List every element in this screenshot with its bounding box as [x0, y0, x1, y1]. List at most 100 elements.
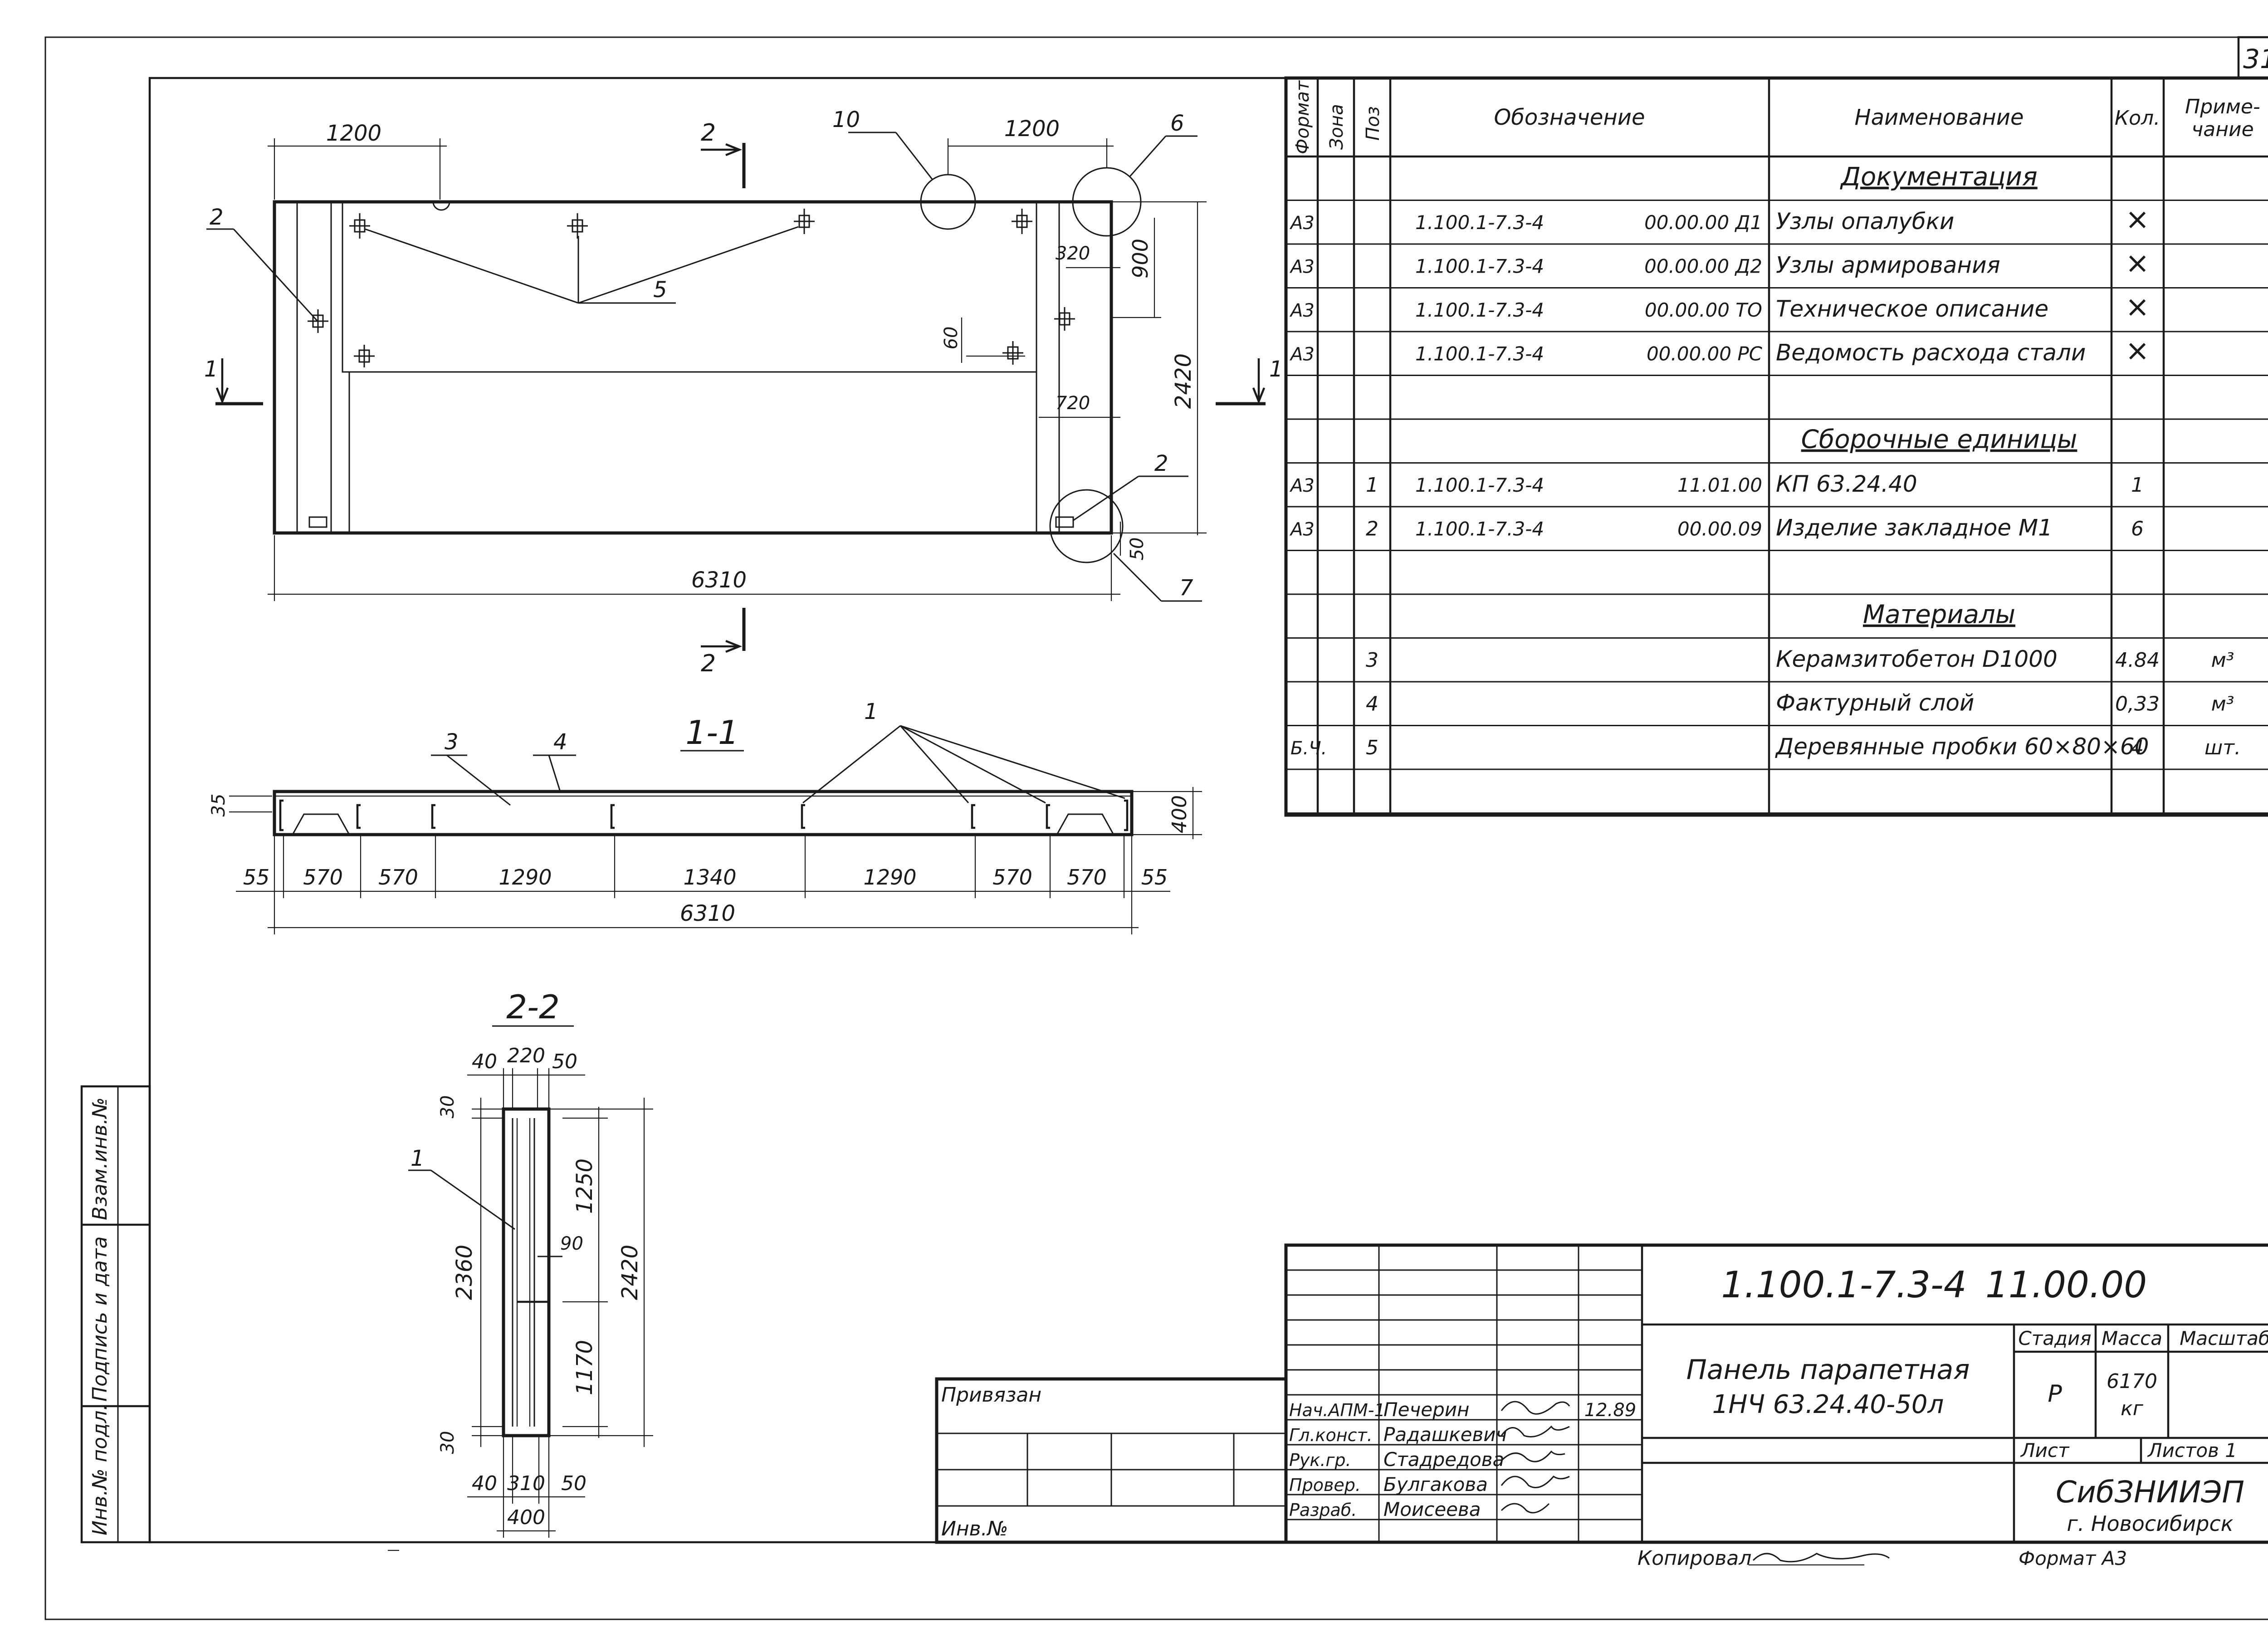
spec-cell-designation: 1.100.1-7.3-4 [1415, 211, 1544, 234]
signer-role: Нач.АПМ-1 [1289, 1400, 1385, 1420]
section-1-1-dim-4: 1340 [683, 865, 736, 890]
spec-cell-name: Фактурный слой [1776, 690, 1974, 716]
section-2-2-dim-2420: 2420 [617, 1245, 643, 1300]
section-1-1-dim-7: 570 [1067, 865, 1107, 890]
section-1-1: 1-1 1 3 4 [208, 699, 1202, 934]
title-stage: Р [2048, 1380, 2062, 1408]
callout-10: 10 [832, 107, 860, 132]
plan-dim-900: 900 [1128, 239, 1153, 279]
side-strip: Взам.инв.№ Подпись и дата Инв.№ подл. [80, 1085, 151, 1544]
spec-section-title: Материалы [1863, 600, 2015, 630]
spec-cell-name: Техническое описание [1776, 296, 2048, 322]
section-2-top-label: 2 [701, 119, 716, 147]
title-date: 12.89 [1584, 1400, 1637, 1421]
spec-cell-qty: × [2125, 247, 2150, 280]
spec-cell-qty: 0,33 [2115, 693, 2160, 716]
section-1-1-body [273, 790, 1134, 836]
title-block: Нач.АПМ-1ПечеринГл.конст.РадашкевичРук.г… [935, 1243, 2268, 1570]
spec-cell-format: А3 [1289, 475, 1315, 496]
plan-view: 5 2 10 6 7 2 1200 [204, 107, 1283, 677]
signer-name: Печерин [1383, 1398, 1470, 1421]
section-1-1-dim-0: 55 [243, 865, 270, 890]
spec-cell-note: шт. [2204, 736, 2241, 759]
section-1-1-callout-4: 4 [553, 729, 567, 755]
signer-name: Моисеева [1383, 1498, 1481, 1520]
spec-cell-pos: 5 [1366, 736, 1378, 759]
plan-right-dims [961, 201, 1207, 556]
section-1-1-dim-8: 55 [1141, 865, 1168, 890]
section-1-left-label: 1 [204, 357, 218, 382]
plan-dim-top-right: 1200 [1004, 116, 1060, 142]
spec-cell-name: КП 63.24.40 [1776, 471, 1917, 497]
spec-header-format: Формат [1292, 80, 1313, 154]
spec-cell-name: Узлы армирования [1776, 252, 2000, 279]
plan-top-dims [268, 138, 1114, 200]
section-2-2-callout-1: 1 [411, 1146, 425, 1171]
section-2-2-dim-30-bottom: 30 [437, 1431, 458, 1454]
spec-cell-name: Узлы опалубки [1776, 208, 1954, 235]
section-2-2-dim-bottom-1: 310 [507, 1472, 545, 1495]
spec-cell-qty: 6 [2131, 518, 2144, 541]
signature-scribbles [1501, 1401, 1570, 1514]
section-2-2-body [502, 1107, 551, 1437]
spec-cell-format: А3 [1289, 300, 1315, 321]
section-1-1-callout-3: 3 [445, 729, 459, 755]
spec-cell-qty: × [2125, 290, 2150, 324]
spec-cell-format: А3 [1289, 519, 1315, 540]
spec-row: Материалы [1863, 600, 2015, 630]
spec-section-title: Документация [1839, 162, 2037, 192]
spec-cell-note: м³ [2211, 649, 2234, 672]
title-sheet-label: Лист [2020, 1439, 2070, 1461]
spec-cell-qty: × [2125, 334, 2150, 368]
section-2-2-dim-1250: 1250 [572, 1158, 597, 1214]
spec-cell-format: А3 [1289, 257, 1315, 278]
section-1-1-plates [279, 799, 1129, 831]
sheet-number-box: 31 [2237, 36, 2268, 79]
title-doc-number: 11.00.00 [1985, 1264, 2147, 1306]
callout-2-right: 2 [1154, 451, 1168, 476]
spec-cell-code: 00.00.00 Д2 [1644, 255, 1762, 278]
title-bound-label: Привязан [941, 1383, 1041, 1407]
section-1-1-dim-3: 1290 [499, 865, 552, 890]
title-org-line-1: СибЗНИИЭП [2056, 1475, 2244, 1510]
title-sheets-label: Листов 1 [2147, 1439, 2237, 1461]
title-inv-label: Инв.№ [941, 1517, 1008, 1540]
title-mass-unit: кг [2121, 1397, 2144, 1420]
spec-header-designation: Обозначение [1494, 105, 1645, 130]
spec-row: Документация [1839, 162, 2037, 192]
spec-cell-name: Деревянные пробки 60×80×60 [1775, 733, 2149, 760]
section-mark-1-left: 1 [204, 357, 263, 406]
section-2-2: 2-2 1 40 220 50 [408, 988, 653, 1538]
title-line-2: 1НЧ 63.24.40-50л [1712, 1390, 1944, 1419]
spec-header-name: Наименование [1854, 105, 2024, 130]
title-mass: 6170 [2107, 1370, 2157, 1393]
side-label-signature: Подпись и дата [88, 1237, 112, 1402]
signer-role: Разраб. [1289, 1500, 1357, 1520]
plan-dim-50: 50 [1127, 538, 1148, 561]
spec-header-zone: Зона [1326, 104, 1347, 150]
spec-cell-code: 00.00.00 ТО [1645, 299, 1762, 321]
spec-row: Сборочные единицы [1801, 425, 2077, 455]
plan-dim-height: 2420 [1171, 353, 1196, 409]
section-1-1-dim-5: 1290 [863, 865, 916, 890]
section-2-2-dim-bottom-2: 50 [561, 1472, 587, 1495]
spec-cell-designation: 1.100.1-7.3-4 [1415, 343, 1544, 365]
section-2-bottom-label: 2 [701, 650, 716, 677]
spec-row: А3 1.100.1-7.3-4 00.00.00 ТО Техническое оп… [1289, 290, 2150, 324]
section-1-1-dim-6: 570 [992, 865, 1032, 890]
plan-dim-total: 6310 [691, 567, 747, 593]
spec-cell-name: Ведомость расхода стали [1776, 340, 2086, 366]
spec-cell-designation: 1.100.1-7.3-4 [1415, 299, 1544, 321]
section-2-2-dim-1170: 1170 [572, 1340, 597, 1395]
spec-header-note: Приме-чание [2185, 95, 2260, 141]
section-1-1-dim-35: 35 [208, 794, 229, 817]
spec-header-pos: Поз [1363, 106, 1383, 141]
callout-2-left: 2 [210, 205, 224, 230]
